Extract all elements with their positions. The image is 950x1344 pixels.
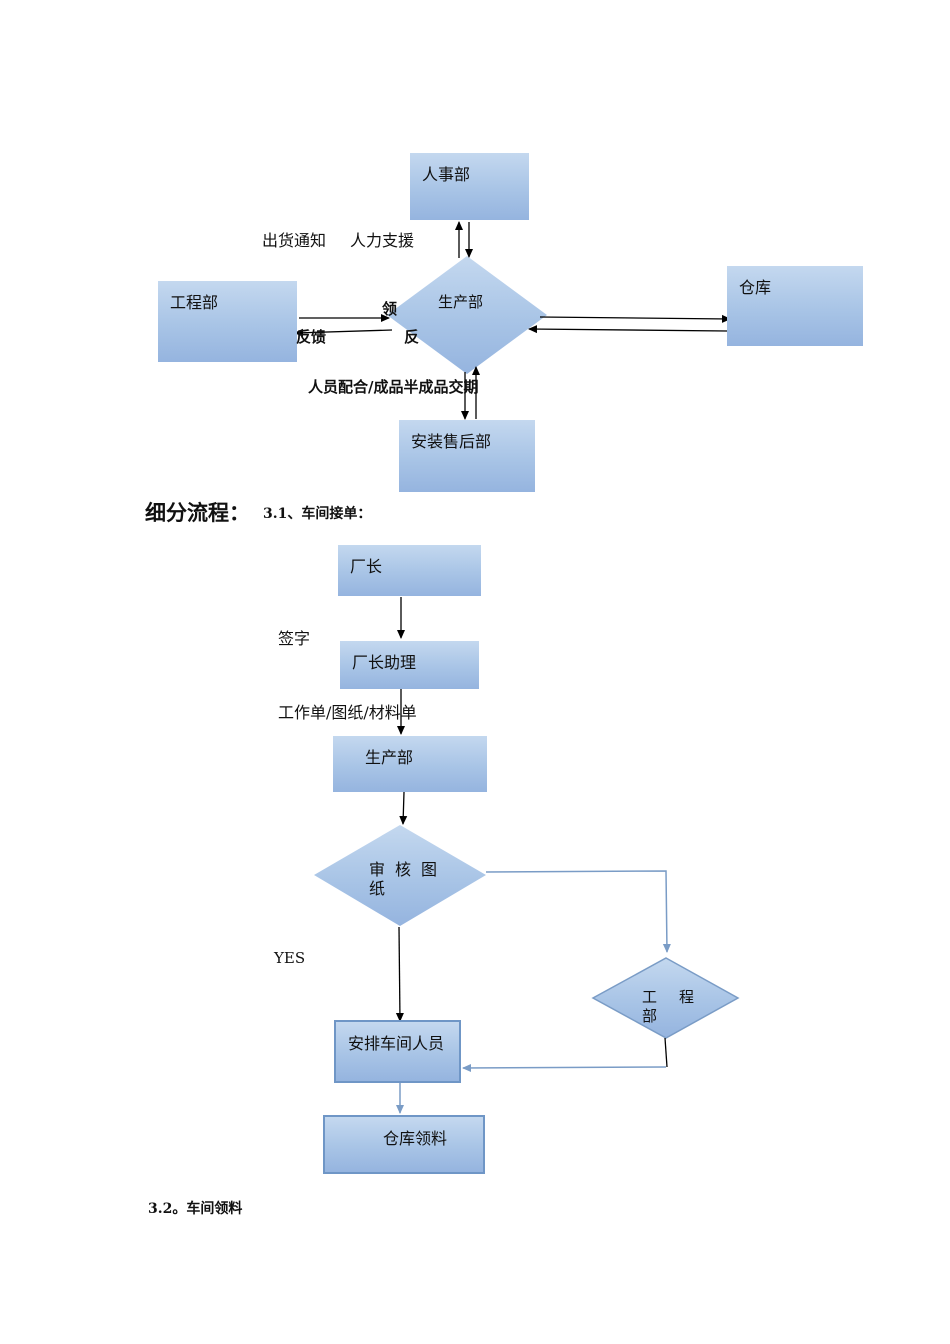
arrow-warehouse-to-production <box>528 325 728 334</box>
pick-label: 仓库领料 <box>383 1129 448 1148</box>
hr-box: 人事部 <box>410 153 529 220</box>
label-bottom: 人员配合/成品半成品交期 <box>308 378 479 396</box>
arrow-review-to-engineering <box>485 870 671 953</box>
director-box: 厂长 <box>338 545 481 596</box>
warehouse-box: 仓库 <box>727 266 863 346</box>
label-ship-notice: 出货通知 <box>262 231 327 250</box>
section-3-2: 3.2。车间领料 <box>148 1201 243 1217</box>
engineering-box: 工程部 <box>158 281 297 362</box>
arrange-label: 安排车间人员 <box>348 1034 445 1053</box>
label-collect: 领 <box>382 300 398 318</box>
label-yes: YES <box>274 949 306 967</box>
arrow-production-to-engineering <box>294 328 393 337</box>
arrow-engineering-to-arrange <box>462 1063 667 1072</box>
arrange-box: 安排车间人员 <box>334 1020 461 1083</box>
arrow-production-to-review <box>399 791 408 825</box>
assistant-label: 厂长助理 <box>352 653 417 672</box>
label-docs: 工作单/图纸/材料单 <box>278 703 417 722</box>
production-box: 生产部 <box>333 736 487 792</box>
review-diamond <box>314 825 486 926</box>
engineering-diamond <box>591 957 740 1039</box>
section-title: 细分流程： <box>145 500 250 525</box>
install-label: 安装售后部 <box>411 432 492 451</box>
review-label-line2: 纸 <box>369 879 386 898</box>
label-feedback: 反馈 <box>296 328 327 346</box>
director-label: 厂长 <box>350 557 383 576</box>
hr-label: 人事部 <box>422 165 471 184</box>
connector-engineering-down <box>664 1037 668 1068</box>
engineering-diamond-label-line1: 工程 <box>642 988 717 1006</box>
section-3-1: 3.1、车间接单： <box>263 506 372 522</box>
engineering-label: 工程部 <box>170 293 219 312</box>
review-label-line1: 审核图 <box>369 860 448 879</box>
label-sign: 签字 <box>278 629 311 648</box>
production-label: 生产部 <box>365 748 414 767</box>
arrow-review-to-arrange <box>395 926 404 1022</box>
warehouse-label: 仓库 <box>739 278 772 297</box>
pick-box: 仓库领料 <box>323 1115 485 1174</box>
assistant-box: 厂长助理 <box>340 641 479 689</box>
install-box: 安装售后部 <box>399 420 535 492</box>
label-hr-support: 人力支援 <box>350 231 415 250</box>
arrow-production-to-warehouse <box>539 314 731 323</box>
production-diamond-label: 生产部 <box>438 293 484 311</box>
production-diamond <box>387 256 547 374</box>
engineering-diamond-label-line2: 部 <box>642 1007 658 1025</box>
label-feedback-partial: 反 <box>404 328 420 346</box>
